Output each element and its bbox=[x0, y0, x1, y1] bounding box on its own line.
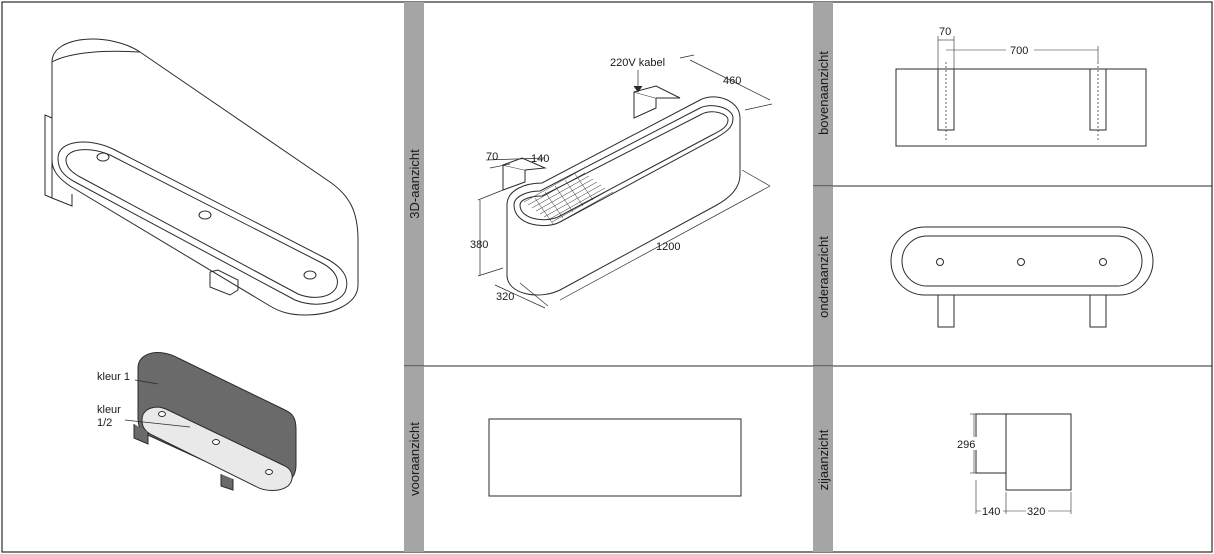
dim-140: 140 bbox=[531, 153, 549, 165]
iso-dimensioned-drawing bbox=[502, 85, 741, 296]
view-title-top: bovenaanzicht bbox=[816, 51, 831, 135]
dim-side-140: 140 bbox=[982, 506, 1000, 518]
dim-side-320: 320 bbox=[1027, 506, 1045, 518]
label-kleur12-line2: 1/2 bbox=[97, 417, 112, 429]
dim-460: 460 bbox=[723, 75, 741, 87]
dim-1200: 1200 bbox=[656, 241, 680, 253]
view-title-3d: 3D-aanzicht bbox=[407, 149, 422, 219]
label-kleur1: kleur 1 bbox=[97, 371, 130, 383]
top-view-drawing bbox=[895, 36, 1147, 147]
dim-top-700: 700 bbox=[1010, 45, 1028, 57]
dim-top-70: 70 bbox=[939, 26, 951, 38]
leader-kleur1 bbox=[134, 379, 159, 385]
band-front bbox=[404, 367, 424, 552]
label-kleur12-line1: kleur bbox=[97, 404, 121, 416]
dim-296-bg bbox=[957, 437, 979, 450]
band-bottom bbox=[813, 187, 833, 366]
band-top bbox=[813, 2, 833, 186]
dim-70: 70 bbox=[486, 151, 498, 163]
dimension-lines-3d bbox=[477, 54, 773, 309]
bottom-view-drawing bbox=[890, 226, 1154, 328]
dim-320-bg bbox=[1026, 505, 1048, 518]
iso-large-drawing bbox=[44, 38, 359, 316]
side-view-drawing bbox=[970, 413, 1072, 514]
dim-320: 320 bbox=[496, 291, 514, 303]
band-side bbox=[813, 367, 833, 552]
view-title-bottom: onderaanzicht bbox=[816, 236, 831, 318]
dim-top-700-bg bbox=[1006, 43, 1034, 56]
band-3d bbox=[404, 2, 424, 366]
dim-side-296: 296 bbox=[957, 439, 975, 451]
grille-hatch bbox=[523, 169, 614, 225]
iso-small-colored bbox=[133, 352, 297, 491]
front-view-outline bbox=[488, 418, 742, 497]
dim-cable-label: 220V kabel bbox=[610, 57, 665, 69]
view-title-side: zijaanzicht bbox=[816, 429, 831, 490]
leader-kleur12 bbox=[124, 419, 191, 428]
dim-140-bg bbox=[981, 505, 1003, 518]
dim-380: 380 bbox=[470, 239, 488, 251]
view-title-front: vooraanzicht bbox=[407, 422, 422, 496]
